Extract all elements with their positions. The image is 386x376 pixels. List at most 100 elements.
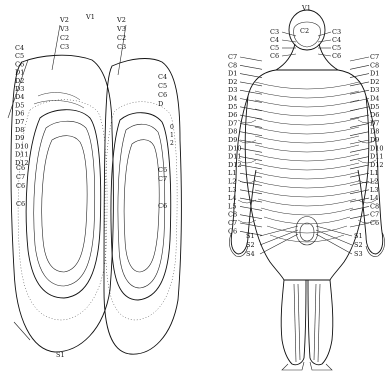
- left-side-label-d2: D2: [15, 77, 24, 85]
- sacral-left-label-s2: S2: [246, 241, 255, 249]
- label-lower-c6-a: C6: [16, 164, 25, 172]
- body-left-label-16: L3: [228, 186, 236, 194]
- dermatome-band: [255, 82, 359, 89]
- label-v3-b: V3: [116, 25, 126, 33]
- body-right-label-13: D12: [370, 161, 383, 169]
- dermatome-band: [255, 172, 359, 179]
- body-left-label-3: D2: [228, 78, 237, 86]
- label-mid-c7: C7: [158, 175, 167, 183]
- head-right-label-c5: C5: [332, 44, 341, 52]
- body-right-leader-12: [350, 157, 369, 161]
- head-left-label-c4: C4: [270, 36, 279, 44]
- label-v1-left: V1: [85, 13, 95, 21]
- left-side-label-c6: C6: [15, 60, 24, 68]
- body-left-label-11: D10: [228, 144, 241, 152]
- body-left-label-9: D8: [228, 128, 237, 136]
- body-right-label-18: C8: [370, 202, 379, 210]
- body-left-leader-3: [240, 82, 262, 86]
- dermatome-band: [255, 109, 359, 116]
- body-right-label-0: C7: [370, 53, 379, 61]
- body-left-label-18: L5: [228, 202, 236, 210]
- left-side-label-c4: C4: [15, 44, 24, 52]
- dermatome-band: [255, 181, 359, 188]
- sacral-right-leader-1: [316, 230, 352, 245]
- body-left-label-6: D5: [228, 103, 237, 111]
- dermatome-band: [255, 154, 359, 161]
- body-left-leader-14: [240, 173, 262, 177]
- body-right-label-17: L4: [370, 194, 378, 202]
- section-left-a-leader: [52, 25, 60, 70]
- body-right-label-8: D7: [370, 119, 379, 127]
- body-left-label-0: C7: [228, 53, 237, 61]
- label-right-c4: C4: [158, 73, 167, 81]
- body-left-label-14: L1: [228, 169, 236, 177]
- left-side-label-c5: C5: [15, 52, 24, 60]
- body-right-leader-4: [350, 90, 369, 94]
- left-leg-outline: [281, 280, 306, 365]
- body-left-label-19: C8: [228, 211, 237, 219]
- left-side-label-d8: D8: [15, 126, 24, 134]
- right-leg-outline: [308, 280, 333, 365]
- head-right-label-c3: C3: [332, 28, 341, 36]
- left-side-label-d3: D3: [15, 85, 24, 93]
- body-right-leader-7: [350, 115, 369, 119]
- label-digit-2: 2: [170, 140, 174, 147]
- right-hand: [366, 232, 385, 257]
- body-left-leader-19: [240, 215, 262, 219]
- body-left-label-10: D9: [228, 136, 237, 144]
- label-c2-a: C2: [60, 34, 69, 42]
- body-left-leader-8: [240, 123, 262, 127]
- left-side-label-d6: D6: [15, 110, 24, 118]
- dermatome-band: [255, 190, 359, 197]
- head-left-label-c3: C3: [270, 28, 279, 36]
- body-left-label-21: C6: [228, 227, 237, 235]
- leg-dermatome-line-1: [298, 284, 300, 360]
- section-left-b-center: [124, 140, 159, 272]
- label-lower-c6-c: C6: [16, 200, 25, 208]
- label-v1-body: V1: [301, 4, 311, 12]
- body-right-leader-6: [350, 107, 369, 111]
- body-right-label-5: D4: [370, 95, 379, 103]
- label-c2-b: C2: [117, 34, 126, 42]
- body-right-leader-0: [350, 57, 369, 61]
- label-v2-a: V2: [59, 16, 69, 24]
- left-side-label-d11: D11: [15, 151, 28, 159]
- head-left-leader-1: [282, 40, 296, 42]
- body-left-leader-20: [240, 223, 262, 227]
- section-left-a-ring-outer: [26, 110, 101, 298]
- body-head-right-labels: C3C4C5C6: [332, 28, 341, 60]
- label-c3-b: C3: [117, 43, 126, 51]
- sacral-left-leader-1: [260, 230, 298, 245]
- body-right-leader-11: [350, 148, 369, 152]
- body-left-leader-1: [240, 65, 262, 69]
- sacral-right-leader-0: [316, 226, 352, 236]
- sacral-left-leader-0: [260, 226, 298, 236]
- body-left-leader-10: [240, 140, 262, 144]
- body-right-label-4: D3: [370, 86, 379, 94]
- body-left-leader-11: [240, 148, 262, 152]
- label-mid-c6-b: C6: [158, 202, 167, 210]
- body-right-label-10: D9: [370, 136, 379, 144]
- head-left-label-c6: C6: [270, 52, 279, 60]
- body-figure: [229, 10, 384, 370]
- sacral-right-leader-2: [316, 234, 352, 254]
- body-right-leader-13: [350, 165, 369, 169]
- label-lower-c6-b: C6: [16, 182, 25, 190]
- label-v2-b: V2: [116, 16, 126, 24]
- left-side-label-d5: D5: [15, 101, 24, 109]
- leg-dermatome-line-2: [314, 284, 316, 360]
- sacral-left-label-s4: S4: [246, 250, 255, 258]
- section-left-b: [104, 25, 181, 354]
- label-mid-c6-a: C6: [158, 166, 167, 174]
- body-left-leader-6: [240, 107, 262, 111]
- body-left-label-20: C7: [228, 219, 237, 227]
- body-left-label-12: D11: [228, 153, 241, 161]
- body-left-label-17: L4: [228, 194, 236, 202]
- label-right-d: D: [158, 100, 163, 108]
- head-right-leader-1: [318, 40, 331, 42]
- body-right-label-column: C7C8D1D2D3D4D5D6D7D8D9D10D11D12L1L2L3L4C…: [370, 53, 383, 227]
- label-right-c5: C5: [158, 82, 167, 90]
- label-s1-left: S1: [56, 351, 65, 359]
- body-left-leader-2: [240, 74, 262, 78]
